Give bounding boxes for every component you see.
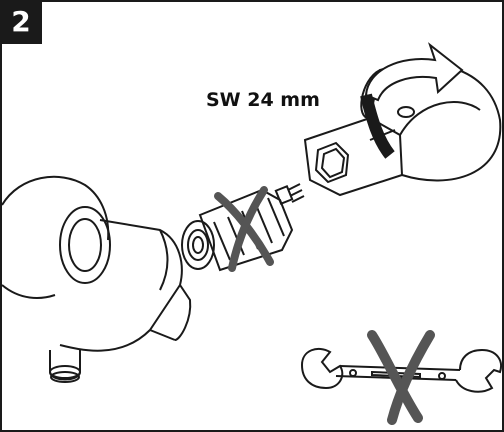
- cross-out-icon: [367, 330, 435, 425]
- step-number-badge: 2: [0, 0, 42, 44]
- shower-mixer-valve-icon: [1, 175, 192, 383]
- cross-out-icon: [214, 186, 274, 272]
- wrench-size-label: SW 24 mm: [206, 89, 320, 111]
- counterclockwise-arrow-icon: [360, 42, 464, 159]
- hex-socket-wrench-icon: [303, 62, 502, 197]
